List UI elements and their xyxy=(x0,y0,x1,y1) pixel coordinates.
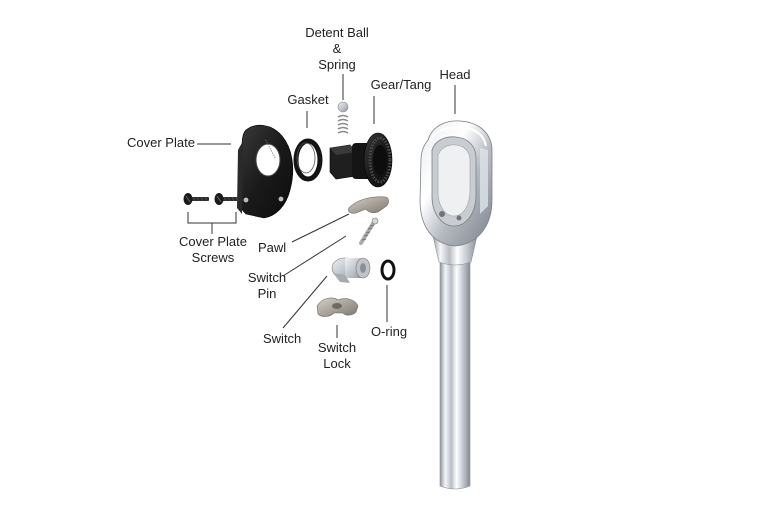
label-switch-lock-line-1: Switch xyxy=(317,340,357,355)
label-switch-lock-line-2: Lock xyxy=(323,356,351,371)
gasket-ring-icon xyxy=(293,138,323,182)
label-switch-pin-line-1: Switch xyxy=(247,270,287,285)
label-switch-lock: Switch Lock xyxy=(318,340,356,372)
leader-switch-pin xyxy=(282,235,347,277)
leader-lines xyxy=(187,74,456,338)
label-head: Head xyxy=(439,67,470,83)
label-switch-pin-line-2: Pin xyxy=(257,286,277,301)
o-ring-icon xyxy=(380,259,396,281)
ratchet-head-handle-icon xyxy=(419,120,493,490)
gear-tang-icon xyxy=(329,132,393,188)
cover-plate-icon: ••••••••• xyxy=(237,124,294,219)
label-gasket-text: Gasket xyxy=(287,92,329,107)
leader-screws xyxy=(187,212,237,224)
label-screws-line-1: Cover Plate xyxy=(179,234,247,249)
screw-icon xyxy=(183,193,240,205)
label-detent-line-2: & xyxy=(332,41,342,56)
label-o-ring-text: O-ring xyxy=(370,324,408,339)
screw-left xyxy=(183,193,209,205)
label-detent-line-3: Spring xyxy=(318,57,356,72)
pawl-icon xyxy=(348,196,389,214)
leader-pawl xyxy=(291,213,350,243)
label-pawl: Pawl xyxy=(258,240,286,256)
leader-switch xyxy=(282,275,328,329)
label-detent-ball-spring: Detent Ball & Spring xyxy=(305,25,369,73)
label-gasket: Gasket xyxy=(287,92,328,108)
switch-lock-icon xyxy=(316,297,359,317)
label-switch-pin: Switch Pin xyxy=(248,270,286,302)
switch-icon xyxy=(331,257,371,283)
label-pawl-text: Pawl xyxy=(258,240,287,255)
label-gear-tang-text: Gear/Tang xyxy=(370,77,432,92)
switch-pin-icon xyxy=(359,217,379,245)
label-cover-plate-screws: Cover Plate Screws xyxy=(179,234,247,266)
detent-ball-spring-icon xyxy=(337,101,349,134)
label-cover-plate-text: Cover Plate xyxy=(127,135,195,150)
label-head-text: Head xyxy=(439,67,471,82)
screw-right xyxy=(214,193,240,205)
label-detent-line-1: Detent Ball xyxy=(305,25,369,40)
label-gear-tang: Gear/Tang xyxy=(371,77,432,93)
label-switch-text: Switch xyxy=(263,331,302,346)
label-screws-line-2: Screws xyxy=(191,250,235,265)
label-o-ring: O-ring xyxy=(371,324,407,340)
label-cover-plate: Cover Plate xyxy=(127,135,195,151)
label-switch: Switch xyxy=(263,331,301,347)
